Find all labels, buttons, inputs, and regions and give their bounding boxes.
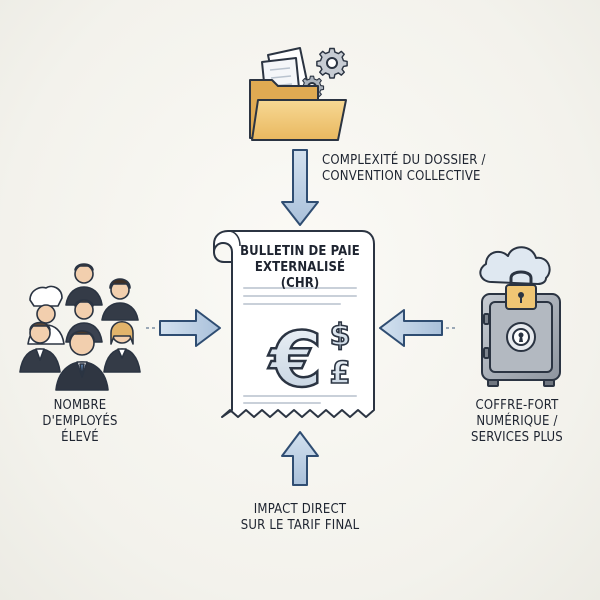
label-complexity: COMPLEXITÉ DU DOSSIER / CONVENTION COLLE… (322, 153, 486, 185)
chef-figure (27, 285, 65, 345)
svg-text:€: € (268, 315, 323, 404)
label-digital-safe-line3: SERVICES PLUS (471, 430, 563, 445)
dollar-symbol: $ (329, 317, 351, 354)
document-title: BULLETIN DE PAIE EXTERNALISÉ (CHR) (235, 244, 365, 292)
label-digital-safe-line1: COFFRE-FORT (475, 398, 559, 413)
arrow-left-right (146, 309, 221, 347)
folder-gears-icon (249, 47, 348, 141)
pound-symbol: £ (329, 355, 351, 392)
svg-text:$: $ (330, 318, 351, 353)
receptionist-figure-front (103, 320, 141, 373)
label-impact-line1: IMPACT DIRECT (253, 502, 347, 517)
arrow-bottom-up (281, 431, 319, 486)
label-employees: NOMBRE D'EMPLOYÉS ÉLEVÉ (20, 398, 140, 446)
staff-group-icon (19, 263, 141, 391)
staff-figure-front-left (19, 321, 61, 373)
manager-figure-front (55, 330, 109, 391)
svg-text:£: £ (330, 356, 351, 391)
arrow-top-down (281, 149, 319, 226)
euro-symbol: € (266, 314, 323, 406)
document-text-lines (243, 287, 357, 404)
label-employees-line1: NOMBRE (53, 398, 107, 413)
waitress-figure-back (101, 278, 139, 321)
label-digital-safe: COFFRE-FORT NUMÉRIQUE / SERVICES PLUS (452, 398, 582, 446)
safe-cloud-lock-icon (479, 246, 561, 387)
payslip-document: € $ £ (213, 230, 375, 418)
label-digital-safe-line2: NUMÉRIQUE / (476, 414, 558, 429)
label-impact: IMPACT DIRECT SUR LE TARIF FINAL (220, 502, 380, 534)
document-title-line1: BULLETIN DE PAIE (240, 244, 360, 259)
label-complexity-line2: CONVENTION COLLECTIVE (322, 169, 481, 184)
waiter-figure-back (65, 263, 103, 306)
label-employees-line2: D'EMPLOYÉS (42, 414, 118, 429)
label-employees-line3: ÉLEVÉ (61, 430, 99, 445)
document-title-line2: EXTERNALISÉ (CHR) (254, 260, 346, 291)
label-impact-line2: SUR LE TARIF FINAL (240, 518, 360, 533)
arrow-right-left (379, 309, 458, 347)
label-complexity-line1: COMPLEXITÉ DU DOSSIER / (322, 153, 486, 168)
